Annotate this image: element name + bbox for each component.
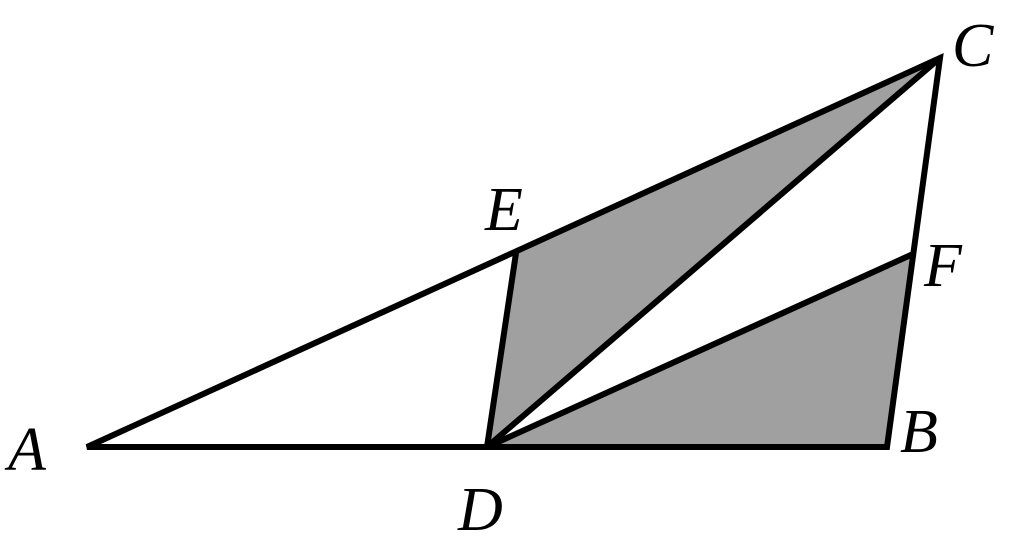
label-e: E	[484, 176, 523, 244]
segment-de	[484, 252, 519, 448]
label-b: B	[900, 398, 938, 466]
label-c: C	[952, 12, 994, 80]
label-f: F	[923, 232, 963, 300]
label-d: D	[457, 476, 503, 540]
label-a: A	[4, 416, 47, 484]
segment-dc	[485, 55, 942, 450]
segment-df	[485, 251, 915, 450]
